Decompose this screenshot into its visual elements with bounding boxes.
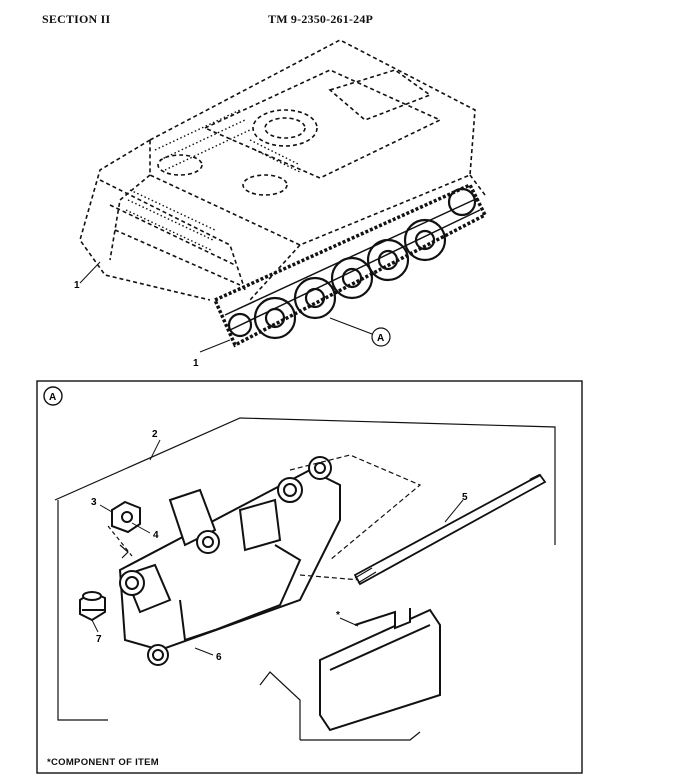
view-ref-circle [371, 327, 391, 347]
vehicle-leaders [79, 261, 373, 353]
callout-2: 2 [152, 429, 158, 440]
shaft-part [353, 473, 547, 586]
detail-view-label: A [49, 392, 56, 403]
callout-1-lower: 1 [193, 358, 199, 369]
detail-frame [36, 380, 583, 774]
assembly-bracket [54, 417, 556, 545]
detail-view-circle [43, 386, 63, 406]
fitting-part [79, 590, 106, 622]
view-ref-label: A [377, 333, 384, 344]
section-label: SECTION II [42, 12, 111, 26]
callout-6: 6 [216, 652, 222, 663]
callout-star: * [336, 610, 340, 621]
nut-part [111, 500, 141, 534]
callout-1-upper: 1 [74, 280, 80, 291]
footnote: *COMPONENT OF ITEM [47, 757, 160, 768]
part-leaders [91, 439, 464, 656]
manual-number: TM 9-2350-261-24P [268, 12, 374, 26]
callout-5: 5 [462, 492, 468, 503]
callout-3: 3 [91, 497, 97, 508]
callout-4: 4 [153, 530, 159, 541]
track-support-bracket [118, 456, 341, 666]
track-assembly [212, 182, 488, 348]
vehicle-grill [125, 109, 301, 251]
callout-7: 7 [96, 634, 102, 645]
vehicle-outline [79, 39, 486, 301]
pad-part [319, 608, 441, 732]
